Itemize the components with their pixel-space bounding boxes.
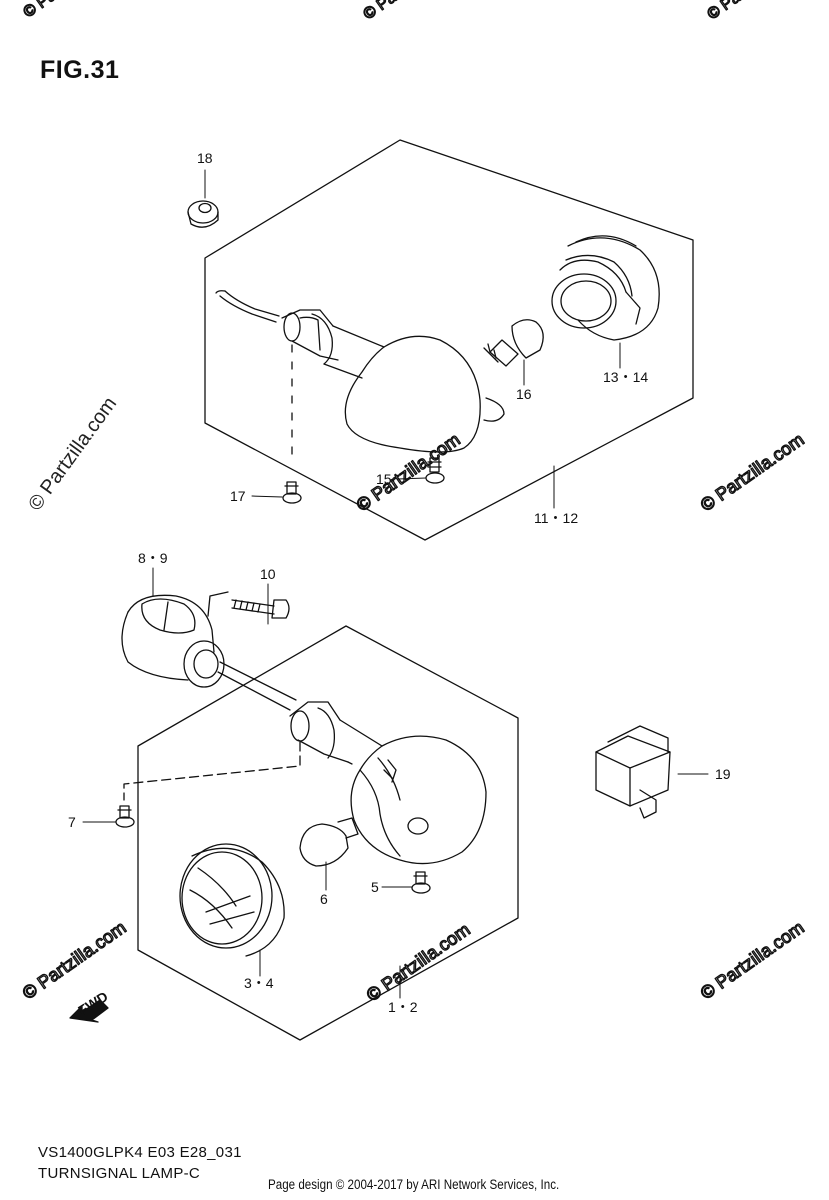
bulb-16 <box>483 319 544 367</box>
mount-stem <box>217 671 291 711</box>
screw-17 <box>282 481 302 504</box>
turn-signal-lamp-upper <box>215 290 505 461</box>
watermark-faint: © Partzilla.com <box>697 917 808 1003</box>
bulb-6 <box>299 817 359 867</box>
part-label: 3・4 <box>244 975 274 991</box>
part-label: 6 <box>320 891 328 907</box>
watermark-faint: © Partzilla.com <box>353 429 464 515</box>
watermark-faint: © Partzilla.com <box>363 919 474 1005</box>
part-label: 19 <box>715 766 731 782</box>
watermark-faint: © Partzilla.com <box>19 917 130 1003</box>
part-label: 17 <box>230 488 246 504</box>
figure-title: FIG.31 <box>40 56 120 84</box>
leader-lines <box>82 169 709 999</box>
part-label: 16 <box>516 386 532 402</box>
watermarks-faint: © Partzilla.com © Partzilla.com © Partzi… <box>18 0 808 1006</box>
watermark-faint: © Partzilla.com <box>705 0 803 23</box>
part-label: 1・2 <box>388 999 418 1015</box>
assembly-box-11-12 <box>204 139 694 541</box>
mount-stem-edge <box>219 661 297 701</box>
watermark-faint: © Partzilla.com <box>697 429 808 515</box>
model-code: VS1400GLPK4 E03 E28_031 <box>38 1144 242 1161</box>
section-name: TURNSIGNAL LAMP-C <box>38 1165 201 1182</box>
part-label: 7 <box>68 814 76 830</box>
relay-19 <box>595 725 671 819</box>
part-label: 11・12 <box>534 510 578 526</box>
bracket-8-9 <box>121 591 229 688</box>
grommet-18 <box>187 200 219 228</box>
fwd-arrow-icon <box>69 999 109 1023</box>
screw-15 <box>425 457 445 484</box>
part-label: 18 <box>197 150 213 166</box>
page-credit: Page design © 2004-2017 by ARI Network S… <box>268 1177 560 1192</box>
lens-13-14 <box>551 235 660 341</box>
part-label: 15 <box>376 471 392 487</box>
part-label: 13・14 <box>603 369 648 385</box>
lens-3-4 <box>179 843 285 957</box>
bolt-10 <box>231 599 290 619</box>
watermark-faint: © Partzilla.com <box>21 0 119 21</box>
watermark-faint: © Partzilla.com <box>361 0 459 23</box>
assembly-box-1-2 <box>137 625 519 1041</box>
turn-signal-lamp-lower <box>123 701 487 865</box>
watermark-main: © Partzilla.com <box>24 393 121 515</box>
part-label: 8・9 <box>138 550 168 566</box>
part-label: 5 <box>371 879 379 895</box>
part-label: 10 <box>260 566 276 582</box>
screw-5 <box>411 871 431 894</box>
screw-7 <box>115 805 135 828</box>
